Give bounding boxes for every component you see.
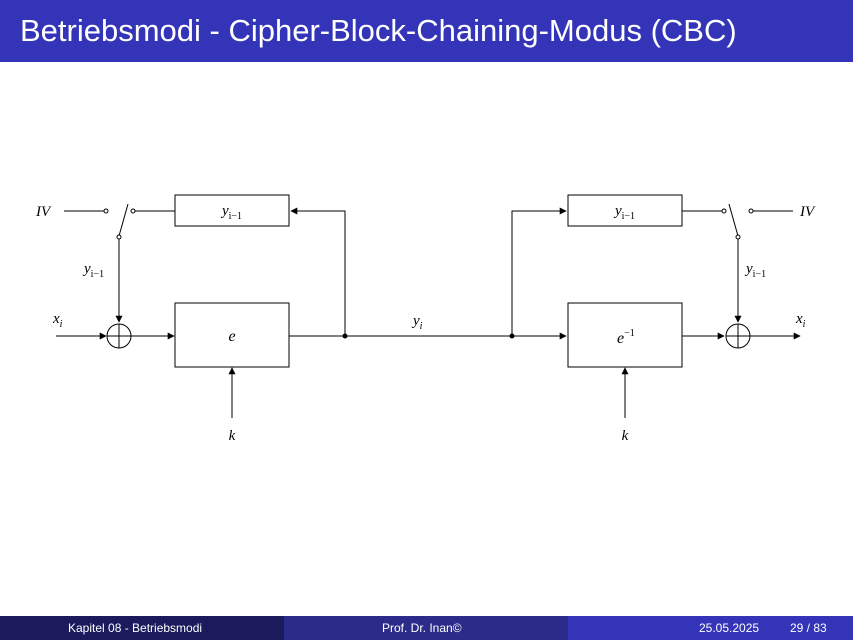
dec-iv-label: IV: [799, 204, 816, 220]
dec-cipher-label: e−1: [617, 328, 635, 347]
enc-feedback-line: [290, 207, 346, 336]
footer-author: Prof. Dr. Inan©: [382, 621, 462, 635]
dec-switch-lever: [728, 203, 739, 237]
enc-iv-label: IV: [35, 204, 52, 220]
channel-label-sub: i: [420, 321, 423, 332]
channel-label-base: y: [411, 313, 420, 329]
footer: Kapitel 08 - Betriebsmodi Prof. Dr. Inan…: [0, 616, 853, 640]
footer-author-segment: Prof. Dr. Inan©: [284, 616, 568, 640]
footer-date: 25.05.2025: [699, 621, 760, 635]
title-bar: Betriebsmodi - Cipher-Block-Chaining-Mod…: [0, 0, 853, 62]
footer-date-segment: 25.05.2025 29 / 83: [568, 616, 853, 640]
enc-junction-dot: [342, 333, 348, 339]
dec-switch-contact-iv: [748, 208, 754, 214]
footer-chapter: Kapitel 08 - Betriebsmodi: [68, 621, 203, 635]
dec-switch-pivot: [735, 234, 741, 240]
dec-key-label: k: [622, 428, 629, 444]
dec-register-label: yi−1: [613, 203, 635, 222]
enc-key-label: k: [229, 428, 236, 444]
enc-input-label: xi: [52, 311, 63, 330]
slide-title: Betriebsmodi - Cipher-Block-Chaining-Mod…: [20, 13, 737, 48]
enc-register-box: [174, 194, 290, 227]
channel-label: yi: [411, 313, 423, 332]
enc-switch-contact-feedback: [130, 208, 136, 214]
dec-junction-dot: [509, 333, 515, 339]
dec-cipher-box: [567, 302, 683, 368]
enc-switch-lever: [118, 203, 129, 237]
enc-switch-contact-iv: [103, 208, 109, 214]
footer-chapter-segment: Kapitel 08 - Betriebsmodi: [0, 616, 284, 640]
dec-feedforward-line: [511, 207, 567, 336]
dec-output-label: xi: [795, 311, 806, 330]
enc-cipher-box: [174, 302, 290, 368]
dec-feedback-label: yi−1: [744, 261, 766, 280]
enc-feedback-label: yi−1: [82, 261, 104, 280]
enc-register-label: yi−1: [220, 203, 242, 222]
dec-switch-contact-feedback: [721, 208, 727, 214]
enc-cipher-label: e: [228, 328, 235, 345]
footer-page-number: 29 / 83: [790, 621, 827, 635]
enc-switch-pivot: [116, 234, 122, 240]
